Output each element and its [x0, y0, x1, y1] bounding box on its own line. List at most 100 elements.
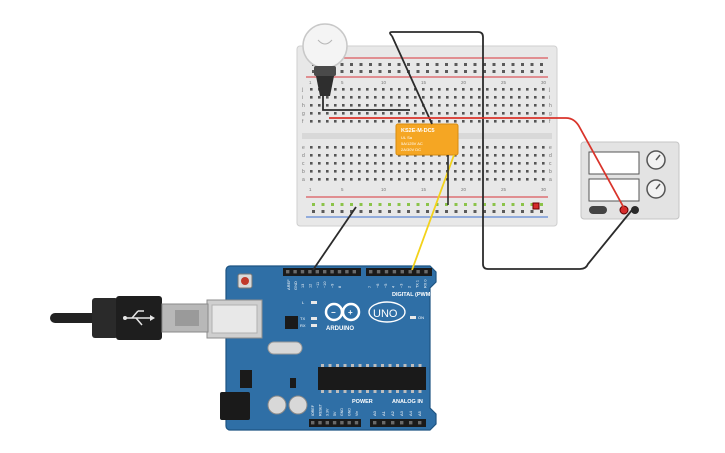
terminal-hole: [318, 146, 321, 149]
rail-hole: [445, 63, 448, 66]
header-hole[interactable]: [286, 270, 290, 274]
terminal-hole: [318, 178, 321, 181]
rail-hole: [540, 63, 543, 66]
terminal-hole: [534, 170, 537, 173]
header-hole[interactable]: [352, 270, 356, 274]
column-number: 10: [381, 187, 387, 192]
terminal-hole: [390, 170, 393, 173]
power-supply[interactable]: [580, 141, 680, 220]
terminal-hole: [374, 154, 377, 157]
header-hole[interactable]: [400, 421, 404, 425]
light-bulb[interactable]: [302, 23, 348, 96]
header-hole[interactable]: [400, 270, 404, 274]
row-letter: b: [302, 169, 305, 175]
header-hole[interactable]: [318, 421, 322, 425]
terminal-hole: [310, 178, 313, 181]
header-hole[interactable]: [376, 270, 381, 274]
rail-hole: [511, 210, 515, 213]
wire-red-psu[interactable]: [329, 117, 625, 209]
header-hole[interactable]: [345, 270, 349, 274]
terminal-hole: [350, 146, 353, 149]
wire-black-relay[interactable]: [391, 35, 433, 125]
header-hole[interactable]: [354, 421, 359, 425]
led-indicator[interactable]: [532, 202, 540, 210]
bulb-filament: [317, 39, 333, 45]
terminal-hole: [510, 154, 513, 157]
voltage-regulator: [240, 370, 252, 388]
terminal-hole: [534, 178, 537, 181]
header-hole[interactable]: [323, 270, 327, 274]
terminal-hole: [462, 146, 465, 149]
header-hole[interactable]: [293, 270, 297, 274]
terminal-hole: [446, 104, 449, 107]
terminal-hole: [438, 170, 441, 173]
rail-hole: [492, 210, 496, 213]
header-hole[interactable]: [416, 270, 420, 274]
header-hole[interactable]: [315, 270, 319, 274]
terminal-hole: [454, 162, 457, 165]
header-hole[interactable]: [300, 270, 305, 274]
analog-pin-label: A4: [408, 410, 413, 416]
rail-hole: [530, 203, 534, 206]
psu-negative-terminal[interactable]: [631, 206, 639, 214]
terminal-hole: [542, 112, 545, 115]
header-hole[interactable]: [330, 270, 334, 274]
terminal-hole: [374, 104, 377, 107]
wire-black-loop[interactable]: [389, 31, 633, 270]
relay-module[interactable]: KS2E-M-DC5 UL Sa 5A/125V AC 2A/30V DC: [395, 123, 459, 156]
terminal-hole: [438, 88, 441, 91]
chip-pin: [336, 364, 339, 367]
terminal-hole: [374, 96, 377, 99]
rail-hole: [492, 63, 496, 66]
header-hole[interactable]: [408, 270, 412, 274]
header-hole[interactable]: [391, 421, 395, 425]
header-hole[interactable]: [347, 421, 351, 425]
header-hole[interactable]: [382, 421, 386, 425]
rail-hole: [435, 203, 439, 206]
terminal-hole: [486, 88, 489, 91]
column-number: 5: [341, 80, 344, 85]
header-hole[interactable]: [337, 270, 342, 274]
row-letter: c: [302, 161, 305, 167]
terminal-hole: [406, 96, 409, 99]
row-letter: i: [549, 95, 550, 101]
wire-bulb-lead[interactable]: [322, 96, 410, 111]
wire-yellow-signal[interactable]: [411, 154, 455, 271]
terminal-hole: [374, 170, 377, 173]
psu-power-switch[interactable]: [589, 206, 607, 214]
header-hole[interactable]: [369, 270, 373, 274]
psu-positive-terminal[interactable]: [619, 205, 629, 215]
rail-hole: [331, 203, 334, 206]
header-hole[interactable]: [409, 421, 413, 425]
header-hole[interactable]: [418, 421, 422, 425]
terminal-hole: [382, 88, 385, 91]
terminal-hole: [542, 88, 545, 91]
rail-hole: [454, 70, 458, 73]
header-hole[interactable]: [311, 421, 315, 425]
terminal-hole: [342, 178, 345, 181]
header-hole[interactable]: [384, 270, 389, 274]
terminal-hole: [310, 146, 313, 149]
rail-hole: [340, 203, 344, 206]
relay-model-label: KS2E-M-DC5: [401, 128, 435, 134]
header-hole[interactable]: [332, 421, 337, 425]
header-hole[interactable]: [325, 421, 329, 425]
terminal-hole: [502, 146, 505, 149]
rail-hole: [473, 210, 477, 213]
usb-cable[interactable]: [50, 296, 209, 340]
header-hole[interactable]: [392, 270, 397, 274]
terminal-hole: [502, 120, 505, 123]
header-hole[interactable]: [424, 270, 428, 274]
terminal-hole: [526, 104, 529, 107]
header-hole[interactable]: [308, 270, 312, 274]
wire-black-gnd[interactable]: [312, 206, 357, 271]
rail-hole: [530, 210, 534, 213]
header-hole[interactable]: [340, 421, 344, 425]
terminal-hole: [486, 146, 489, 149]
terminal-hole: [542, 178, 545, 181]
header-hole[interactable]: [373, 421, 377, 425]
terminal-hole: [382, 96, 385, 99]
